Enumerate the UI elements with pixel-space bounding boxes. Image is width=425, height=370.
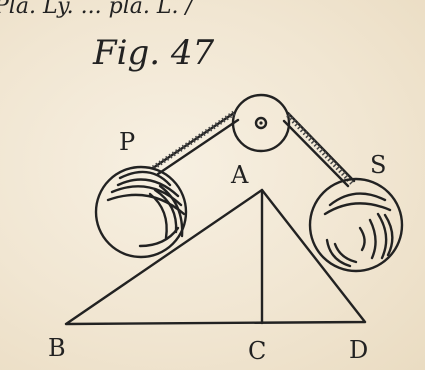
label-b: B xyxy=(48,334,66,362)
label-c: C xyxy=(248,337,266,365)
weight-ball-s xyxy=(308,177,404,273)
rope-left xyxy=(151,110,240,176)
weight-ball-p xyxy=(94,165,188,259)
label-p: P xyxy=(119,128,135,156)
label-d: D xyxy=(349,336,368,364)
triangle-abd xyxy=(64,188,367,326)
label-a: A xyxy=(230,161,249,189)
rope-right xyxy=(282,111,356,188)
label-s: S xyxy=(370,151,386,179)
header-fragment: Pla. Ly. ... pla. L. / xyxy=(0,0,195,19)
pulley-wheel xyxy=(231,93,291,153)
figure-title: Fig. 47 xyxy=(92,33,214,73)
